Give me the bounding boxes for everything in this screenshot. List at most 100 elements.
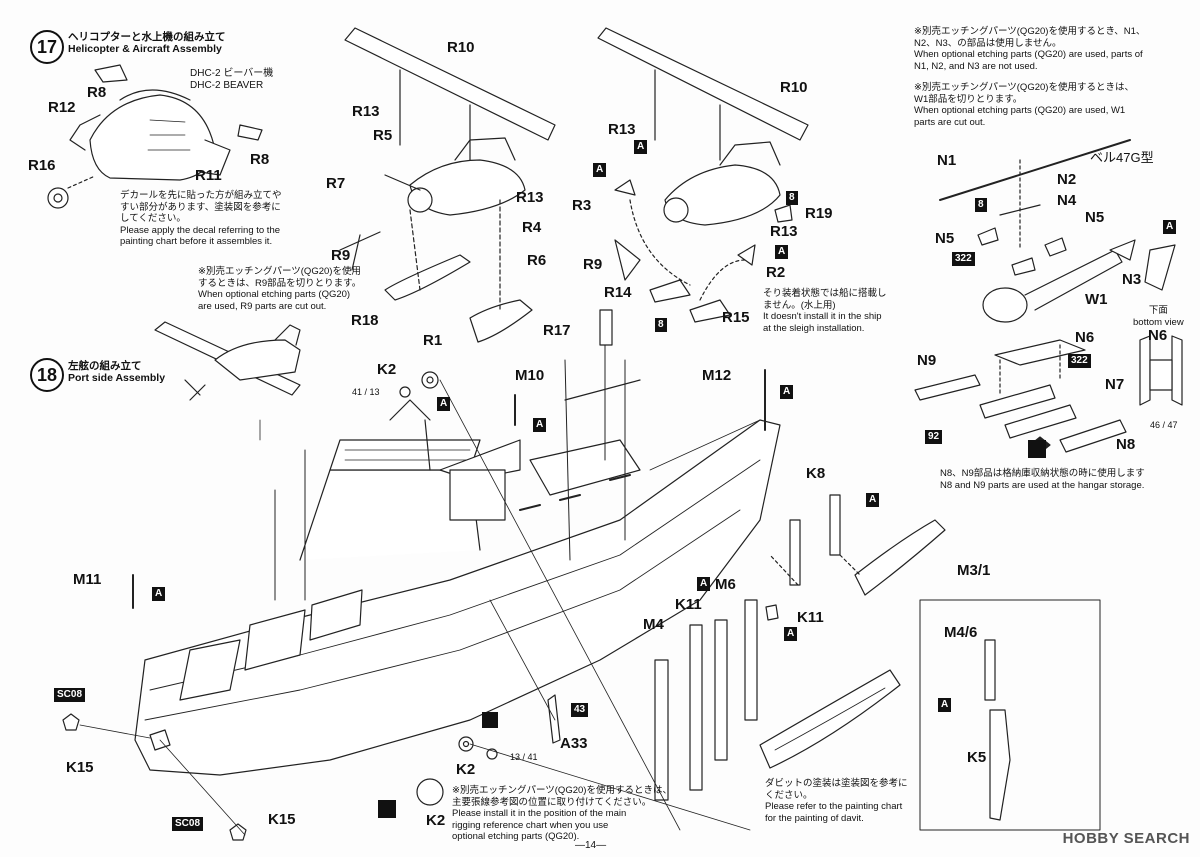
part-label: R9 (331, 247, 351, 264)
note-decal: デカールを先に貼った方が組み立てや すい部分があります、塗装図を参考に してくだ… (120, 190, 282, 248)
part-label: R5 (373, 127, 393, 144)
note-r9-cut: ※別売エッチングパーツ(QG20)を使用 するときは、R9部品を切りとります。 … (198, 266, 361, 312)
part-label: M4/6 (944, 624, 978, 641)
part-label: K2 (456, 761, 476, 778)
ref-circle: 13 / 41 (510, 752, 538, 762)
part-label: K2 (426, 812, 446, 829)
part-label: N1 (937, 152, 957, 169)
page-number: —14— (575, 840, 607, 851)
tag-43: 43 (571, 703, 589, 717)
step-17-title-jp: ヘリコプターと水上機の組み立て (68, 31, 226, 43)
seaplane-assembly-right (597, 27, 809, 323)
part-label: N2 (1057, 171, 1077, 188)
note-line: rigging reference chart when you use (452, 819, 609, 831)
tag-a: A (938, 698, 952, 712)
note-line: ※別売エッチングパーツ(QG20)を使用するとき、N1、 (914, 26, 1146, 37)
part-label: M10 (515, 367, 545, 384)
part-label: R14 (604, 284, 632, 301)
tag-a: A (634, 140, 648, 154)
part-label: R2 (766, 264, 786, 281)
tag-a: A (697, 577, 711, 591)
watermark: HOBBY SEARCH (1062, 830, 1190, 847)
note-line: N8、N9部品は格納庫収納状態の時に使用します (940, 468, 1145, 479)
step-18-title-jp: 左舷の組み立て (68, 360, 142, 372)
part-label: N6 (1075, 329, 1095, 346)
part-label: R8 (87, 84, 107, 101)
note-line: at the sleigh installation. (763, 322, 865, 334)
step-18-title-en: Port side Assembly (68, 372, 166, 384)
tag-a: A (593, 163, 607, 177)
step-17-title: ヘリコプターと水上機の組み立て Helicopter & Aircraft As… (68, 31, 226, 55)
beaver-caption-jp: DHC-2 ビーバー機 (190, 68, 274, 79)
beaver-preview (154, 321, 301, 401)
note-bottom-view: 下面 bottom view (1133, 305, 1184, 328)
part-label: R8 (250, 151, 270, 168)
step-17-title-en: Helicopter & Aircraft Assembly (68, 43, 222, 55)
part-label: R16 (28, 157, 56, 174)
note-line: When optional etching parts (QG20) are u… (914, 105, 1126, 116)
part-label: R3 (572, 197, 592, 214)
ref-circle: 46 / 47 (1150, 420, 1178, 430)
tag-8: 8 (786, 191, 798, 205)
part-label: N3 (1122, 271, 1142, 288)
bell-caption: ベル47G型 (1090, 150, 1154, 165)
part-label: R13 (352, 103, 380, 120)
leader-lines (79, 379, 751, 836)
part-label: K11 (675, 596, 702, 613)
note-sleigh: そり装着状態では船に搭載し ません。(水上用) It doesn't insta… (763, 288, 887, 334)
note-hangar: N8、N9部品は格納庫収納状態の時に使用します N8 and N9 parts … (940, 468, 1145, 491)
note-line: ※別売エッチングパーツ(QG20)を使用するときは、 (452, 785, 672, 796)
part-label: R13 (516, 189, 544, 206)
part-label: R7 (326, 175, 346, 192)
note-line: 主要張線参考図の位置に取り付けてください。 (452, 796, 652, 808)
helicopter-assembly (914, 139, 1183, 454)
note-line: ※別売エッチングパーツ(QG20)を使用 (198, 266, 361, 277)
part-label: R15 (722, 309, 750, 326)
part-label: M11 (73, 571, 102, 588)
note-line: are used, R9 parts are cut out. (198, 300, 327, 312)
part-label: K15 (66, 759, 94, 776)
step-18-number: 18 (30, 358, 64, 392)
part-label: N5 (935, 230, 955, 247)
note-line: Please refer to the painting chart (765, 801, 903, 812)
note-line: N8 and N9 parts are used at the hangar s… (940, 479, 1145, 491)
beaver-caption-en: DHC-2 BEAVER (190, 80, 264, 91)
note-line: ※別売エッチングパーツ(QG20)を使用するときは、 (914, 82, 1134, 93)
seaplane-assembly-left (339, 27, 556, 343)
small-parts (62, 369, 779, 841)
note-line: optional etching parts (QG20). (452, 831, 580, 842)
tag-a: A (152, 587, 166, 601)
part-label: N5 (1085, 209, 1105, 226)
tag-a: A (780, 385, 794, 399)
part-label: K2 (377, 361, 397, 378)
note-line: N1, N2, and N3 are not used. (914, 60, 1038, 72)
part-label: R13 (770, 223, 798, 240)
part-label: R12 (48, 99, 76, 116)
tag-322: 322 (1068, 354, 1091, 368)
tag-a: A (437, 397, 451, 411)
part-label: M3/1 (957, 562, 991, 579)
tag-a: A (1163, 220, 1177, 234)
part-label: N6 (1148, 327, 1168, 344)
tag-8: 8 (975, 198, 987, 212)
part-label: K8 (806, 465, 826, 482)
part-label: N4 (1057, 192, 1077, 209)
beaver-fuselage-drawing (47, 64, 263, 209)
part-label: R10 (447, 39, 475, 56)
note-line: parts are cut out. (914, 116, 986, 128)
part-label: R19 (805, 205, 833, 222)
davits-and-boats (654, 494, 1101, 831)
note-line: N2、N3、の部品は使用しません。 (914, 37, 1062, 49)
note-line: When optional etching parts (QG20) are u… (914, 49, 1143, 60)
ship-hull-drawing (134, 309, 781, 776)
note-line: Please install it in the position of the… (452, 808, 627, 819)
part-label: K5 (967, 749, 987, 766)
part-label: R13 (608, 121, 636, 138)
part-label: K15 (268, 811, 296, 828)
tag-92: 92 (925, 430, 943, 444)
note-line: Please apply the decal referring to the (120, 224, 281, 236)
part-label: N8 (1116, 436, 1136, 453)
note-w1-cut: ※別売エッチングパーツ(QG20)を使用するときは、 W1部品を切りとります。 … (914, 82, 1134, 128)
